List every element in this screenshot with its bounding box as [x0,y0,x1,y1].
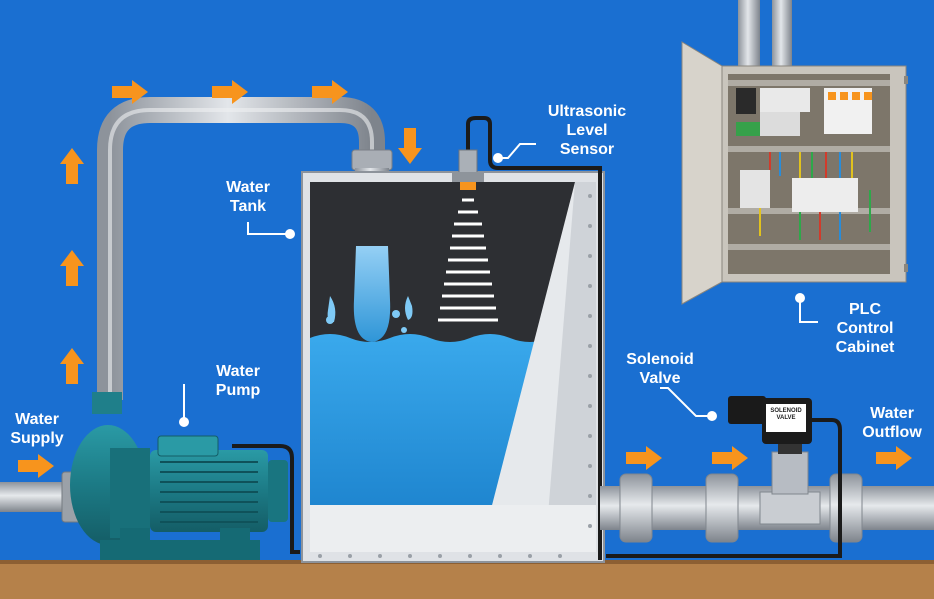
label-solenoid-valve: Solenoid Valve [626,351,694,387]
arrow-up-icon [60,250,84,286]
label-ultrasonic-sensor: Ultrasonic Level Sensor [547,103,627,158]
ground [0,562,934,599]
arrow-right-icon [212,80,248,104]
plc-cabinet [681,41,908,305]
solenoid-valve [606,396,842,558]
arrow-right-icon [112,80,148,104]
label-water-outflow: Water Outflow [862,405,922,441]
label-water-supply: Water Supply [10,411,64,447]
arrow-up-icon [60,348,84,384]
arrow-down-icon [398,128,422,164]
arrow-right-icon [712,446,748,470]
water-tank [301,171,605,563]
arrow-up-icon [60,148,84,184]
valve-badge: SOLENOID VALVE [770,408,802,421]
arrow-right-icon [312,80,348,104]
arrow-right-icon [626,446,662,470]
leader-lines [179,143,818,427]
label-water-tank: Water Tank [226,179,270,215]
label-plc-cabinet: PLC Control Cabinet [835,301,895,356]
flow-arrows [18,80,912,478]
arrow-right-icon [876,446,912,470]
label-water-pump: Water Pump [215,363,261,399]
arrow-right-icon [18,454,54,478]
ultrasonic-sensor [438,116,602,560]
water-pump [70,392,288,560]
